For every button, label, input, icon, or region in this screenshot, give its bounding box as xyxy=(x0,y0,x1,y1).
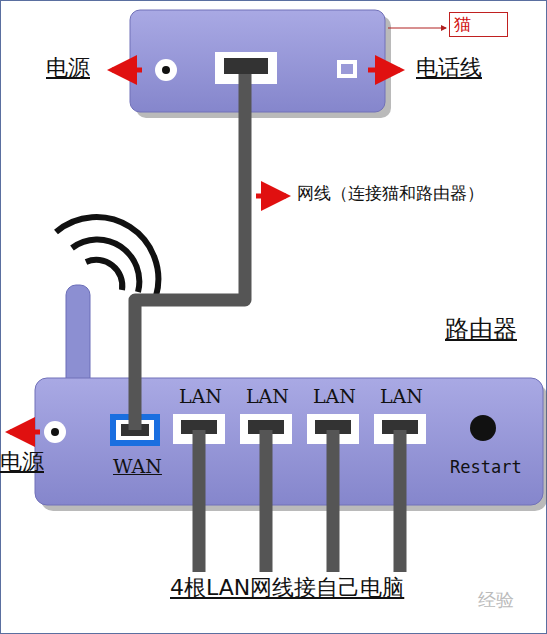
button-label: Restart xyxy=(450,458,522,477)
port-label: LAN xyxy=(313,386,356,407)
power-label: 电源 xyxy=(46,56,90,80)
port-label: LAN xyxy=(246,386,289,407)
node-title: 路由器 xyxy=(445,316,517,342)
phone-line-label: 电话线 xyxy=(416,56,482,80)
port-label: LAN xyxy=(179,386,222,407)
port-label: LAN xyxy=(380,386,423,407)
node-title: 猫 xyxy=(449,12,508,37)
watermark: 经验 xyxy=(478,590,514,610)
modem-box: 猫 xyxy=(130,10,385,112)
router-box: 路由器 xyxy=(35,378,543,505)
note-label: 4根LAN网线接自己电脑 xyxy=(170,576,404,600)
edge-label: 网线（连接猫和路由器） xyxy=(297,184,484,203)
port-label: WAN xyxy=(113,456,162,477)
power-label: 电源 xyxy=(0,450,44,474)
cable-connector xyxy=(135,112,245,378)
